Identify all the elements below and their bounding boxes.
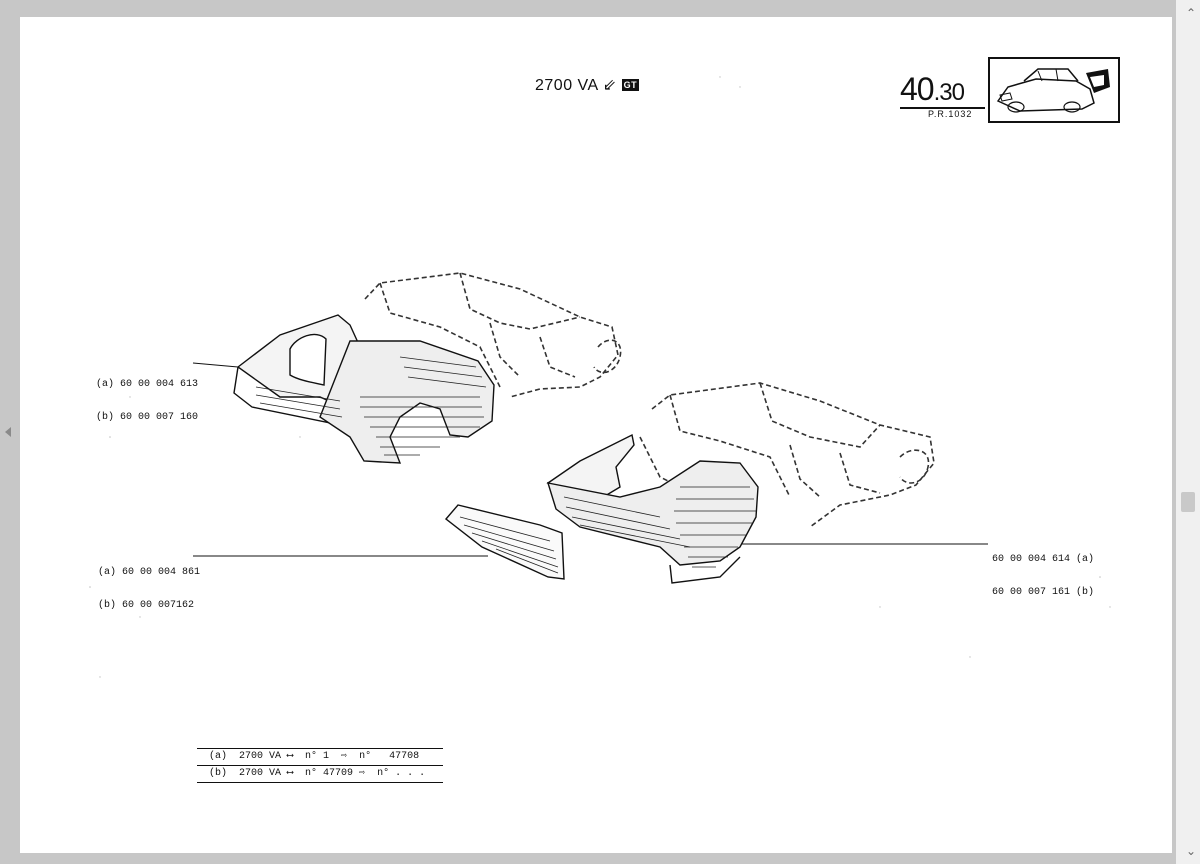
plate-reference: P.R.1032 xyxy=(928,109,973,119)
callout-ref-a: 60 00 004 614 (a) xyxy=(992,554,1095,565)
exploded-view-drawing xyxy=(89,76,1111,678)
document-page: 2700 VA ⇙ GT 40.30 P.R.1032 xyxy=(20,17,1172,853)
callout-leaders xyxy=(192,362,988,557)
rear-window-panel xyxy=(444,504,565,580)
callout-ref-a: (a) 60 00 004 613 xyxy=(96,379,199,390)
serial-legend-table: (a) 2700 VA ⟷ n° 1 ⇨ n° 47708 (b) 2700 V… xyxy=(197,748,443,783)
callout-ref-right: 60 00 004 614 (a) 60 00 007 161 (b) xyxy=(992,532,1094,620)
section-underline xyxy=(900,107,985,109)
legend-row-a: (a) 2700 VA ⟷ n° 1 ⇨ n° 47708 xyxy=(197,748,443,765)
callout-ref-a: (a) 60 00 004 861 xyxy=(98,567,201,578)
car-thumbnail-icon xyxy=(996,68,1110,113)
arrow-mark-icon: ⇙ xyxy=(602,77,617,94)
legend-row-b: (b) 2700 VA ⟷ n° 47709 ⇨ n° . . . xyxy=(197,765,443,783)
section-number: 40.30 xyxy=(900,71,965,108)
callout-ref-b: 60 00 007 161 (b) xyxy=(992,587,1095,598)
model-name: 2700 VA xyxy=(535,77,598,94)
vertical-scrollbar[interactable]: ⌃ ⌄ xyxy=(1176,0,1200,864)
scroll-up-arrow-icon[interactable]: ⌃ xyxy=(1185,6,1196,20)
callout-ref-left-upper: (a) 60 00 004 613 (b) 60 00 007 160 xyxy=(96,357,198,445)
scan-speckle xyxy=(89,76,1111,678)
scrollbar-thumb[interactable] xyxy=(1181,492,1195,512)
model-title: 2700 VA ⇙ GT xyxy=(535,75,640,95)
callout-ref-b: (b) 60 00 007 160 xyxy=(96,412,199,423)
car-shell-outline-upper xyxy=(364,272,622,398)
prev-page-arrow-icon[interactable] xyxy=(5,427,11,437)
section-main: 40 xyxy=(900,71,935,107)
section-sub: .30 xyxy=(933,79,965,106)
gt-badge: GT xyxy=(621,79,640,91)
left-rear-panel xyxy=(233,314,495,464)
right-rear-panel xyxy=(546,433,759,584)
car-shell-outline-lower xyxy=(639,382,935,528)
car-thumbnail xyxy=(988,57,1120,123)
callout-ref-b: (b) 60 00 007162 xyxy=(98,600,195,611)
callout-ref-left-lower: (a) 60 00 004 861 (b) 60 00 007162 xyxy=(98,545,200,633)
scroll-down-arrow-icon[interactable]: ⌄ xyxy=(1185,844,1196,858)
